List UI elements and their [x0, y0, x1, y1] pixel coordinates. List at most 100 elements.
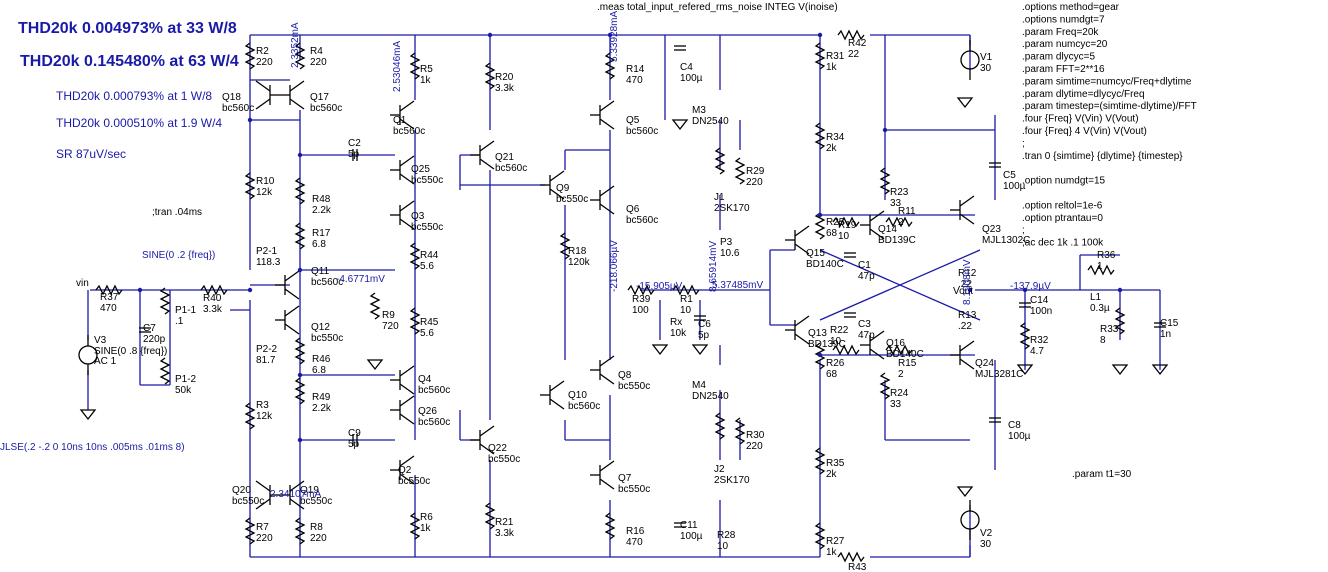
- resistor-symbol: [714, 412, 726, 440]
- component-ref: C15: [1160, 318, 1179, 329]
- resistor-symbol: [294, 517, 306, 545]
- spice-directive-line: .tran 0 {simtime} {dlytime} {timestep}: [1022, 151, 1183, 162]
- component-value: 4.7: [1030, 346, 1044, 357]
- component-ref: R43: [848, 562, 867, 572]
- ground-symbol: [366, 359, 384, 371]
- spice-directive-line: .param FFT=2**16: [1022, 64, 1105, 75]
- component-value: 470: [626, 75, 643, 86]
- resistor-symbol: [484, 502, 496, 530]
- component-ref: P2-2: [256, 344, 278, 355]
- component-ref: R1: [680, 294, 693, 305]
- component-value: bc560c: [418, 385, 450, 396]
- component-value: 0.3µ: [1090, 303, 1110, 314]
- transistor-collector: [479, 140, 495, 152]
- transistor-collector: [869, 330, 885, 342]
- component-value: BD139C: [808, 339, 846, 350]
- component-value: 6.8: [312, 365, 326, 376]
- resistor-symbol: [734, 157, 746, 185]
- component-value: 220: [310, 533, 327, 544]
- meas-directive: .meas total_input_refered_rms_noise INTE…: [597, 2, 838, 13]
- component-value: 5.6: [420, 261, 434, 272]
- resistor-symbol: [294, 42, 306, 70]
- labels: THD20k 0.004973% at 33 W/8 THD20k 0.1454…: [0, 2, 1197, 572]
- component-value: 5p: [348, 439, 360, 450]
- transistor-emitter: [959, 213, 975, 225]
- probe-readout: -137.9µV: [1010, 281, 1051, 292]
- component-ref: R14: [626, 64, 645, 75]
- junction-dot: [967, 287, 973, 293]
- resistor-symbol: [559, 232, 571, 260]
- component-ref: Q10: [568, 390, 587, 401]
- transistor-collector: [255, 80, 271, 92]
- component-value: bc560c: [626, 126, 658, 137]
- component-ref: R4: [310, 46, 323, 57]
- component-value: bc550c: [556, 194, 588, 205]
- junction-dot: [297, 152, 303, 158]
- probe-readout: -4.6771mV: [336, 274, 385, 285]
- tran-comment: ;tran .04ms: [152, 207, 202, 218]
- probe-readout: -15.905µV: [636, 281, 683, 292]
- component-ref: R6: [420, 512, 433, 523]
- spice-directive-line: .param Freq=20k: [1022, 27, 1099, 38]
- resistor-symbol: [200, 284, 228, 296]
- component-value: AC 1: [94, 356, 117, 367]
- component-ref: R11: [898, 206, 916, 217]
- component-ref: J1: [714, 192, 725, 203]
- component-ref: R49: [312, 392, 331, 403]
- component-value: 220: [746, 441, 763, 452]
- component-ref: C8: [1008, 420, 1021, 431]
- component-value: 100n: [1030, 306, 1052, 317]
- component-value: 100µ: [680, 531, 703, 542]
- transistor-emitter: [479, 443, 495, 455]
- transistor-collector: [599, 355, 615, 367]
- spice-directive-line: .four {Freq} 4 V(Vin) V(Vout): [1022, 126, 1147, 137]
- transistor-collector: [959, 195, 975, 207]
- resistor-symbol: [484, 62, 496, 90]
- component-value: bc550c: [618, 484, 650, 495]
- component-value: 1k: [826, 62, 838, 73]
- junction-dot: [297, 437, 303, 443]
- component-ref: R18: [568, 246, 587, 257]
- resistor-symbol: [879, 372, 891, 400]
- junction-dot: [1022, 287, 1028, 293]
- component-ref: R40: [203, 293, 222, 304]
- probe-readout: 2.34107mA: [270, 489, 321, 500]
- probe-readout: 8.1908mV: [962, 259, 973, 305]
- resistor-symbol: [837, 551, 865, 563]
- component-value: 100µ: [1008, 431, 1031, 442]
- component-ref: P1-1: [175, 305, 197, 316]
- component-ref: R37: [100, 292, 119, 303]
- component-ref: C6: [698, 319, 711, 330]
- component-value: bc560c: [495, 163, 527, 174]
- resistor-symbol: [879, 167, 891, 195]
- transistor-emitter: [399, 118, 415, 130]
- component-value: 50k: [175, 385, 192, 396]
- component-value: bc550c: [232, 496, 264, 507]
- component-value: bc550c: [618, 381, 650, 392]
- transistor-collector: [549, 380, 565, 392]
- component-value: 5.6: [420, 328, 434, 339]
- component-ref: C1: [858, 260, 871, 271]
- component-value: 220: [746, 177, 763, 188]
- spice-directive-line: .four {Freq} V(Vin) V(Vout): [1022, 114, 1139, 125]
- component-value: 1k: [826, 547, 838, 558]
- component-value: 33: [890, 399, 902, 410]
- component-ref: R30: [746, 430, 765, 441]
- component-value: 12k: [256, 411, 273, 422]
- transistor-collector: [399, 455, 415, 467]
- resistor-symbol: [1019, 322, 1031, 350]
- component-ref: Q17: [310, 92, 329, 103]
- component-ref: R5: [420, 64, 433, 75]
- junction-dot: [817, 212, 823, 218]
- resistor-symbol: [832, 344, 860, 356]
- component-value: bc560c: [393, 126, 425, 137]
- resistor-symbol: [244, 172, 256, 200]
- resistor-symbol: [294, 177, 306, 205]
- component-ref: R12: [958, 268, 977, 279]
- component-value: 30: [980, 63, 992, 74]
- component-ref: R44: [420, 250, 439, 261]
- component-value: 5p: [698, 330, 710, 341]
- component-value: 470: [626, 537, 643, 548]
- component-value: .22: [958, 321, 972, 332]
- net-label-vin: vin: [76, 278, 89, 289]
